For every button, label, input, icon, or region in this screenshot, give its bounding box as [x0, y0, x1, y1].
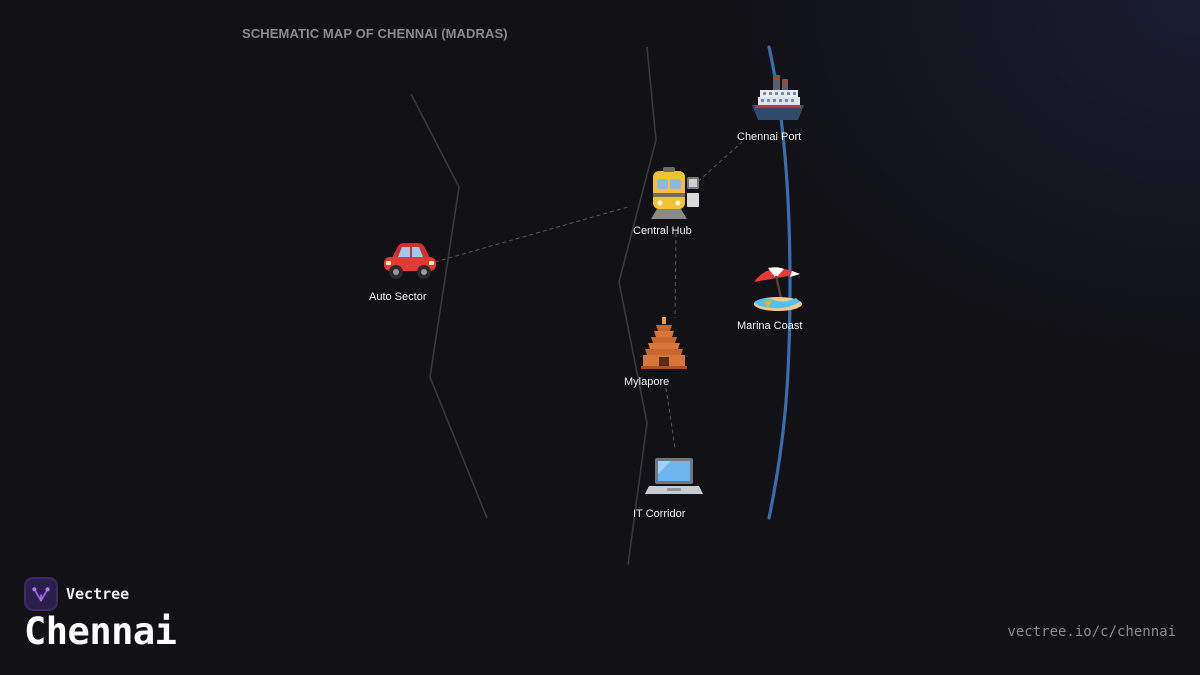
road-west: [410, 93, 488, 519]
brand-name: Vectree: [66, 585, 130, 603]
place-label-chennai-port: Chennai Port: [737, 131, 802, 143]
brand[interactable]: Vectree: [24, 577, 129, 611]
temple-icon[interactable]: [632, 315, 696, 371]
connector-central-mylapore: [674, 232, 677, 319]
site-url[interactable]: vectree.io/c/chennai: [1007, 624, 1176, 640]
place-label-marina-coast: Marina Coast: [737, 320, 803, 332]
connector-mylapore-it: [665, 387, 676, 449]
connector-central-port: [692, 141, 743, 187]
connector-auto-central: [434, 206, 629, 263]
map-title: SCHEMATIC MAP OF CHENNAI (MADRAS): [242, 26, 508, 41]
ship-icon[interactable]: [746, 72, 810, 128]
road-central: [618, 46, 657, 566]
city-name: Chennai: [24, 610, 177, 653]
place-label-auto-sector: Auto Sector: [369, 291, 427, 303]
laptop-icon[interactable]: [641, 448, 705, 504]
place-label-mylapore: Mylapore: [624, 376, 670, 388]
place-label-central-hub: Central Hub: [633, 225, 692, 237]
beach-umbrella-icon[interactable]: [746, 258, 810, 314]
car-icon[interactable]: [378, 232, 442, 288]
vectree-logo-icon[interactable]: [24, 577, 58, 611]
place-label-it-corridor: IT Corridor: [633, 508, 686, 520]
train-icon[interactable]: [641, 165, 705, 221]
